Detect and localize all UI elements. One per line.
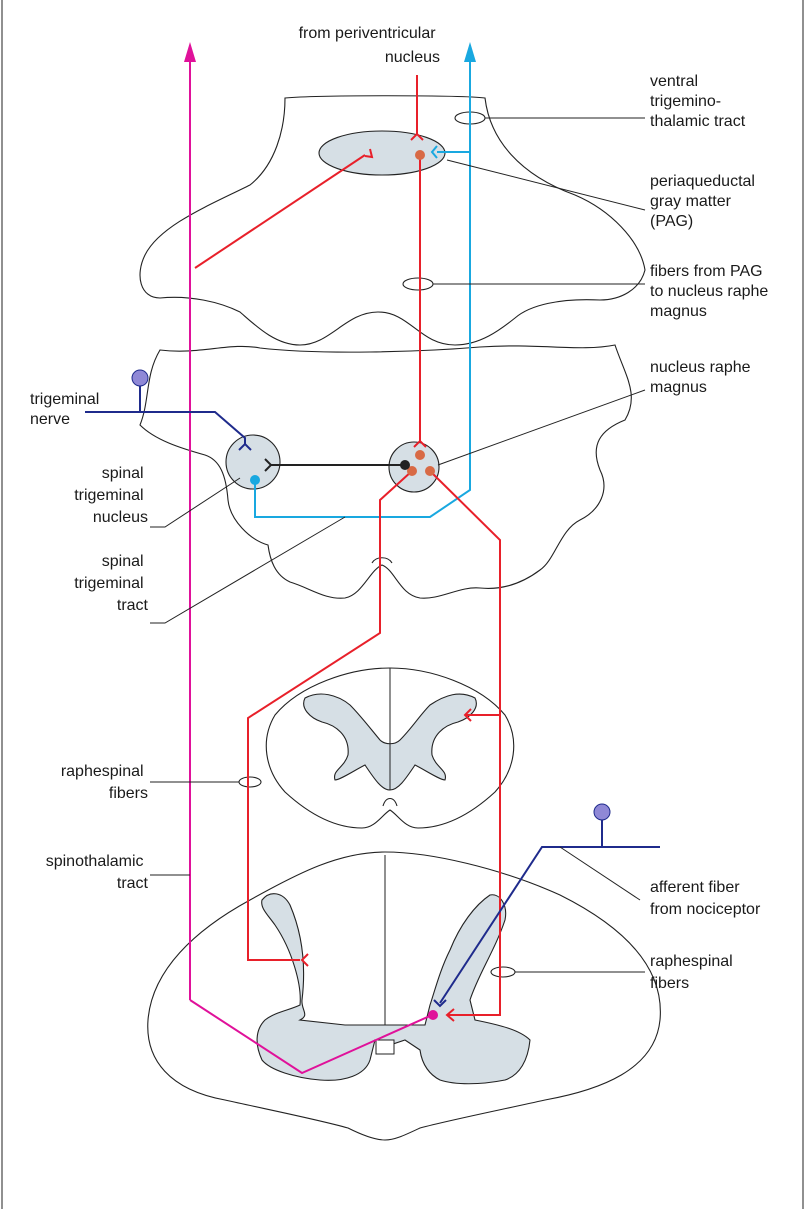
interneuron [265, 459, 410, 471]
lower-cord-central-canal [376, 1040, 394, 1054]
nociceptor-ganglion-icon [594, 804, 610, 820]
label-nucleus-raphe-magnus: nucleus raphe magnus [650, 359, 755, 396]
spinothalamic-cell-body [428, 1010, 438, 1020]
label-trigeminal-nerve: trigeminal nerve [30, 391, 104, 428]
trigeminothalamic-arrowhead [464, 42, 476, 62]
label-ventral-trigeminothalamic-tract: ventral trigemino- thalamic tract [650, 73, 746, 130]
lower-cord-gray-matter [257, 894, 530, 1084]
leader-afferent [560, 847, 640, 900]
label-raphespinal-fibers-right: raphespinal fibers [650, 953, 737, 992]
label-spinal-trigeminal-nucleus: spinal trigeminal nucleus [74, 465, 148, 526]
nrm-cell-body-right [425, 466, 435, 476]
label-fibers-from-pag: fibers from PAG to nucleus raphe magnus [650, 263, 773, 320]
label-spinal-trigeminal-tract: spinal trigeminal tract [74, 553, 148, 614]
pag-cell-body [415, 150, 425, 160]
label-spinothalamic-tract: spinothalamic tract [46, 853, 149, 892]
label-periaqueductal-gray: periaqueductal gray matter (PAG) [650, 173, 759, 230]
trigeminal-nerve-fiber [85, 370, 251, 450]
pag-ellipse [319, 131, 445, 175]
descending-pathway [195, 75, 500, 1021]
label-raphespinal-fibers-left: raphespinal fibers [61, 763, 148, 802]
raphespinal-left-marker [239, 777, 261, 787]
spinothalamic-pathway [184, 42, 438, 1073]
raphespinal-right-marker [491, 967, 515, 977]
medulla-notch [372, 558, 392, 563]
leader-pag [447, 160, 645, 210]
label-from-periventricular: from periventricular nucleus [299, 25, 440, 66]
trigeminal-ganglion-icon [132, 370, 148, 386]
nrm-cell-body-top [415, 450, 425, 460]
label-afferent-fiber: afferent fiber from nociceptor [650, 879, 761, 918]
medulla-section-outline [140, 345, 631, 598]
pag-fibers-marker [403, 278, 433, 290]
upper-cord-central-canal [383, 799, 397, 807]
spinothalamic-arrowhead [184, 42, 196, 62]
lower-cord-outline [148, 852, 661, 1140]
trigeminal-cell-body [250, 475, 260, 485]
